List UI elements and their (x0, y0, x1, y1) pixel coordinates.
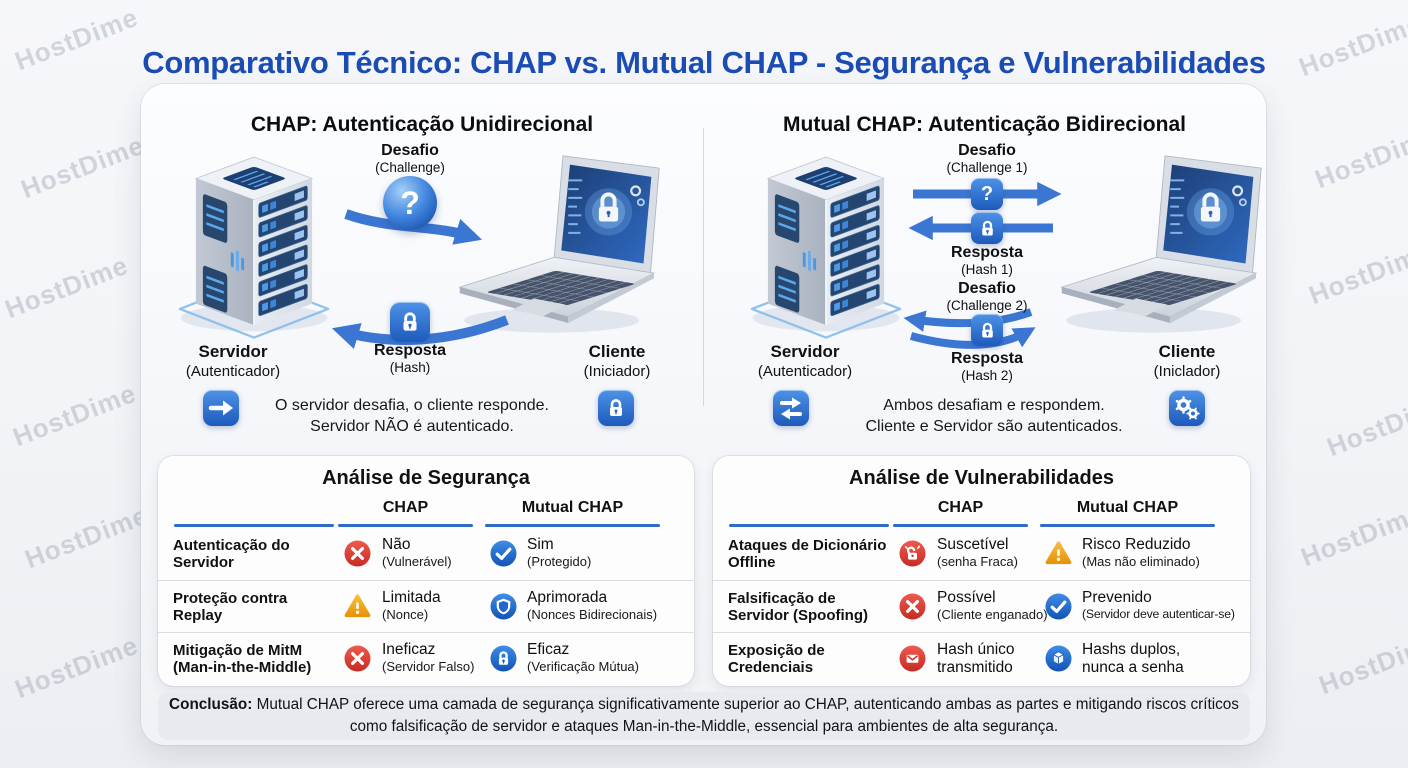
page-title: Comparativo Técnico: CHAP vs. Mutual CHA… (142, 44, 1266, 80)
main-board: CHAP: Autenticação Unidirecional Mutual … (141, 84, 1266, 745)
question-sphere-icon: ? (383, 176, 437, 230)
mutual-server-label: Servidor (Autenticador) (757, 342, 853, 380)
watermark-text: HostDime (16, 129, 149, 205)
security-table-title: Análise de Segurança (322, 467, 530, 489)
watermark-text: HostDime (1304, 235, 1408, 311)
column-header-chap: CHAP (382, 499, 429, 516)
table-row: Autenticação do Servidor Não(Vulnerável)… (173, 536, 592, 571)
check-icon (490, 540, 517, 567)
watermark-text: HostDime (1310, 119, 1408, 195)
watermark-text: HostDime (1296, 497, 1408, 573)
watermark-text: HostDime (1322, 387, 1408, 463)
header-underline (893, 524, 1028, 527)
vulnerabilities-table-title: Análise de Vulnerabilidades (849, 467, 1114, 489)
server-illustration (178, 155, 330, 339)
warning-icon (344, 593, 371, 620)
lock-circle-icon (490, 645, 517, 672)
broken-lock-icon (899, 540, 926, 567)
gears-icon (1169, 390, 1205, 426)
header-underline (485, 524, 660, 527)
header-underline (1040, 524, 1215, 527)
watermark-text: HostDime (1314, 625, 1408, 701)
watermark-text: HostDime (0, 249, 133, 325)
lock-icon (598, 390, 634, 426)
table-row: Ataques de Dicionário Offline Suscetível… (728, 536, 1200, 571)
lock-square-icon (971, 212, 1003, 244)
error-icon (344, 540, 371, 567)
table-row: Mitigação de MitM (Man-in-the-Middle) In… (158, 632, 694, 684)
header-underline (174, 524, 334, 527)
mutual-response2-arrow (909, 327, 1036, 349)
security-table: Análise de Segurança CHAP Mutual CHAP Au… (158, 456, 694, 686)
mutual-response2-label: Resposta (Hash 2) (950, 350, 1024, 383)
mutual-panel-heading: Mutual CHAP: Autenticação Bidirecional (783, 113, 1186, 137)
table-row: Falsificação de Servidor (Spoofing) Poss… (713, 580, 1250, 632)
chap-panel-heading: CHAP: Autenticação Unidirecional (250, 113, 594, 137)
header-underline (338, 524, 473, 527)
server-illustration (750, 155, 902, 339)
mutual-challenge1-label: Desafio (Challenge 1) (946, 142, 1028, 175)
question-square-icon: ? (971, 178, 1003, 210)
watermark-text: HostDime (20, 499, 153, 575)
conclusion-line1: Conclusão: Mutual CHAP oferece uma camad… (169, 696, 1239, 714)
lock-glyph (397, 309, 423, 335)
chap-response-label: Resposta (Hash) (373, 342, 447, 375)
error-icon (899, 593, 926, 620)
conclusion-line2: como falsificação de servidor e ataques … (349, 718, 1059, 735)
mutual-challenge2-label: Desafio (Challenge 2) (946, 280, 1028, 313)
mutual-note: Ambos desafiam e respondem. Cliente e Se… (865, 397, 1123, 435)
watermark-text: HostDime (8, 377, 141, 453)
swap-arrows-icon (773, 390, 809, 426)
panel-divider (703, 128, 704, 406)
watermark-text: HostDime (10, 629, 143, 705)
mutual-client-label: Cliente (Iniclador) (1153, 342, 1221, 380)
column-header-mutual-chap: Mutual CHAP (1076, 499, 1179, 516)
laptop-illustration (457, 154, 661, 335)
vulnerabilities-table: Análise de Vulnerabilidades CHAP Mutual … (713, 456, 1250, 686)
check-icon (1045, 593, 1072, 620)
chap-client-label: Cliente (Iniciador) (583, 342, 651, 380)
cube-icon (1045, 645, 1072, 672)
mutual-response1-label: Resposta (Hash 1) (950, 244, 1024, 277)
transmit-icon (899, 645, 926, 672)
lock-square-icon (390, 302, 430, 342)
error-icon (344, 645, 371, 672)
column-header-mutual-chap: Mutual CHAP (521, 499, 624, 516)
laptop-illustration (1059, 154, 1263, 335)
chap-server-label: Servidor (Autenticador) (185, 342, 281, 380)
table-row: Proteção contra Replay Limitada(Nonce) A… (158, 580, 694, 632)
arrow-right-icon (203, 390, 239, 426)
conclusion-bar: Conclusão: Mutual CHAP oferece uma camad… (158, 692, 1250, 740)
shield-icon (490, 593, 517, 620)
chap-note: O servidor desafia, o cliente responde. … (275, 397, 549, 435)
column-header-chap: CHAP (937, 499, 984, 516)
lock-square-icon (971, 314, 1003, 346)
chap-challenge-label: Desafio (Challenge) (375, 142, 445, 175)
header-underline (729, 524, 889, 527)
warning-icon (1045, 540, 1072, 567)
conclusion-label: Conclusão: (169, 696, 253, 714)
